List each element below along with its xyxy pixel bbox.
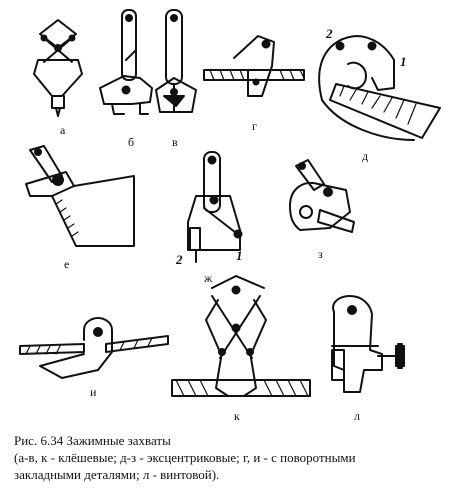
caption-line-2: (а-в, к - клёшевые; д-з - эксцентриковые… xyxy=(14,450,356,465)
label-zh: ж xyxy=(203,271,213,285)
grip-l-drawing xyxy=(331,295,405,393)
label-k: к xyxy=(234,409,240,423)
grip-b-drawing xyxy=(99,9,153,115)
label-a: а xyxy=(60,123,66,137)
label-d: д xyxy=(362,149,368,163)
grip-z-drawing xyxy=(289,159,355,233)
label-v: в xyxy=(172,135,178,149)
label-b: б xyxy=(128,135,134,149)
label-g: г xyxy=(252,119,257,133)
grip-d-drawing xyxy=(318,35,441,141)
label-i: и xyxy=(90,385,97,399)
figure-caption: Рис. 6.34 Зажимные захваты (а-в, к - клё… xyxy=(14,432,454,483)
label-l: л xyxy=(354,409,360,423)
grip-v-drawing xyxy=(155,9,197,113)
grip-a-drawing xyxy=(33,19,83,117)
label-zh-num1: 1 xyxy=(236,248,243,263)
label-d-num2: 2 xyxy=(325,26,333,41)
caption-title: Рис. 6.34 Зажимные захваты xyxy=(14,433,171,448)
grip-e-drawing xyxy=(25,145,135,247)
grip-zh-drawing xyxy=(187,151,243,263)
label-d-num1: 1 xyxy=(400,54,407,69)
grip-k-drawing xyxy=(171,275,311,397)
grip-i-drawing xyxy=(19,317,169,379)
caption-line-3: закладными деталями; л - винтовой). xyxy=(14,467,220,482)
label-z: з xyxy=(318,247,323,261)
label-zh-num2: 2 xyxy=(175,252,183,267)
label-e: е xyxy=(64,257,69,271)
grip-g-drawing xyxy=(203,35,305,97)
